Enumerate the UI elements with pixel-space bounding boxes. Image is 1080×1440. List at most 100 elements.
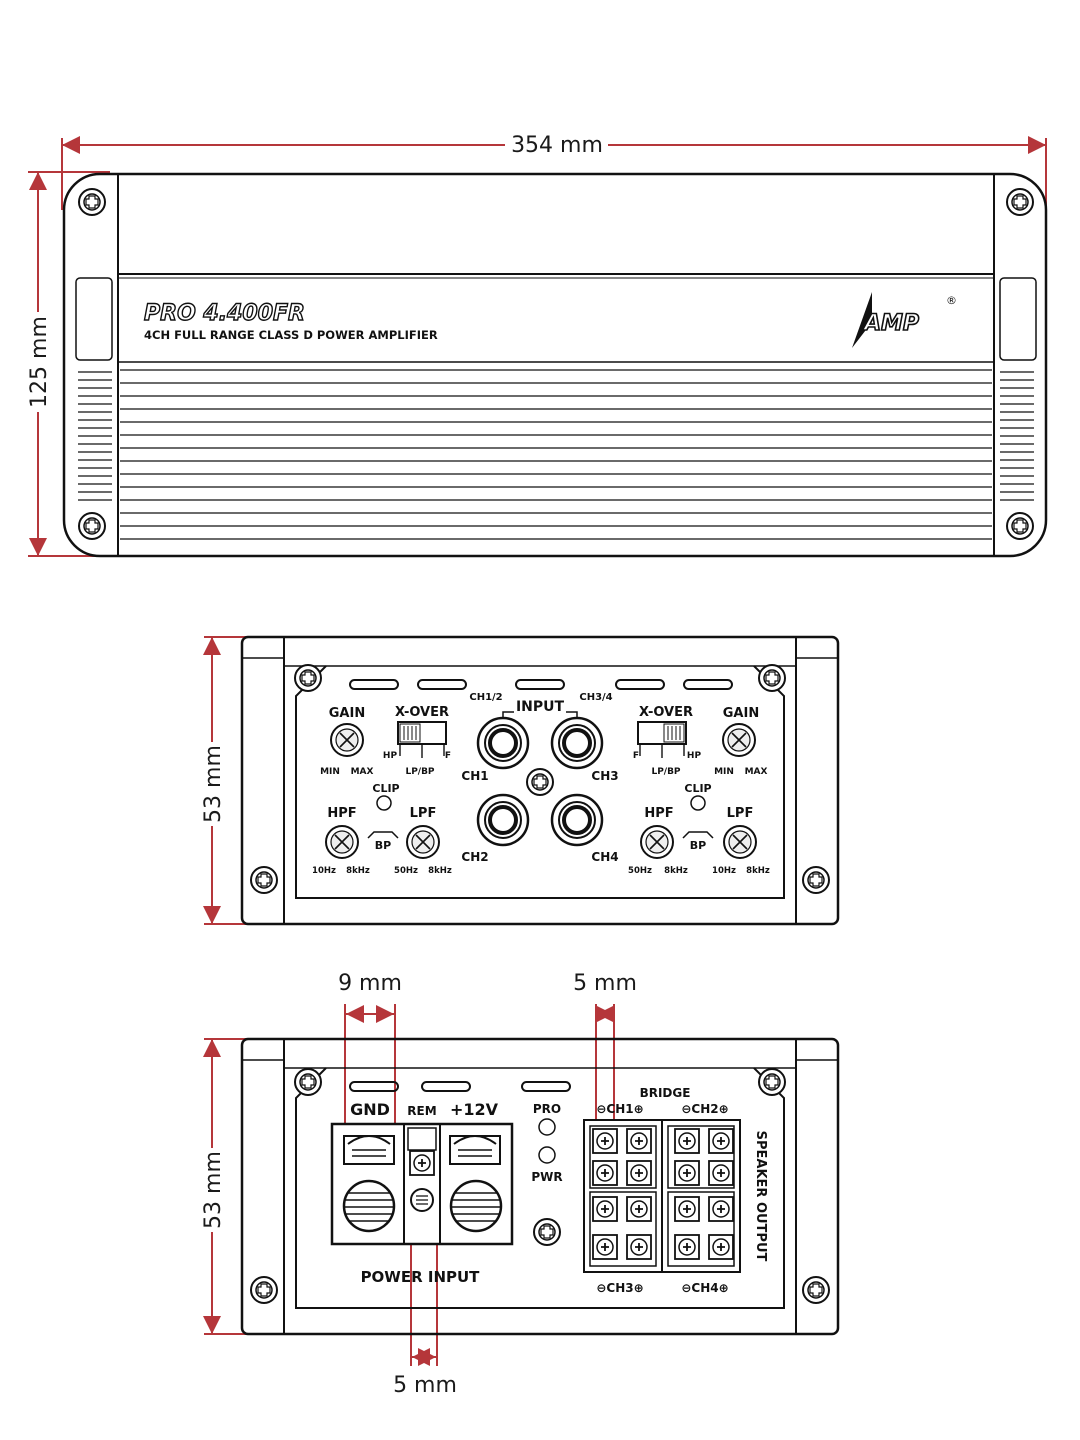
speaker-ch1-label: ⊖CH1⊕	[596, 1102, 643, 1116]
lpf-label-left: LPF	[410, 806, 437, 821]
gain-label-right: GAIN	[723, 706, 759, 721]
gnd-terminal[interactable]	[342, 1135, 396, 1233]
lpf-knob-right[interactable]	[723, 825, 757, 859]
gnd-label: GND	[350, 1100, 390, 1119]
hp-label: HP	[687, 751, 702, 761]
xover-label-left: X-OVER	[395, 705, 449, 720]
screw-icon	[294, 664, 322, 692]
lp-bp-label: LP/BP	[405, 767, 434, 777]
ch1-label: CH1	[461, 769, 488, 783]
hz50-label: 50Hz	[628, 866, 652, 876]
ch2-label: CH2	[461, 850, 488, 864]
svg-text:AMP: AMP	[862, 311, 919, 336]
speaker-ch3-label: ⊖CH3⊕	[596, 1281, 643, 1295]
model-name: PRO 4.400FR	[144, 301, 305, 326]
min-label: MIN	[714, 767, 734, 777]
plus12v-terminal[interactable]	[449, 1135, 503, 1233]
screw-icon	[533, 1218, 561, 1246]
ch3-label: CH3	[591, 769, 618, 783]
screw-icon	[802, 866, 830, 894]
bridge-label: BRIDGE	[640, 1086, 691, 1100]
gain-label-left: GAIN	[329, 706, 365, 721]
amp-logo-icon: AMP ®	[852, 292, 957, 348]
khz8-label: 8kHz	[428, 866, 452, 876]
rem-terminal-dimension: 5 mm	[393, 1373, 457, 1398]
width-dimension-label: 354 mm	[511, 133, 603, 158]
gain-knob-right[interactable]	[722, 723, 756, 757]
f-label: F	[445, 751, 451, 761]
xover-switch-left[interactable]	[397, 721, 447, 758]
pwr-led	[538, 1146, 556, 1164]
bp-label-left: BP	[375, 839, 391, 852]
front-height-label: 53 mm	[201, 745, 226, 823]
speaker-output-label: SPEAKER OUTPUT	[753, 1131, 768, 1262]
lp-bp-label: LP/BP	[651, 767, 680, 777]
clip-led-left	[376, 795, 392, 811]
max-label: MAX	[351, 767, 374, 777]
hpf-label-right: HPF	[644, 806, 673, 821]
hz10-label: 10Hz	[312, 866, 336, 876]
screw-icon	[250, 866, 278, 894]
rem-label: REM	[407, 1104, 436, 1118]
lpf-label-right: LPF	[727, 806, 754, 821]
height-dimension-label: 125 mm	[27, 316, 52, 408]
screw-icon	[526, 768, 554, 796]
lpf-knob-left[interactable]	[406, 825, 440, 859]
power-input-label: POWER INPUT	[361, 1268, 481, 1286]
rear-panel-view: 53 mm 9 mm 5 mm 5 mm GND REM	[201, 971, 840, 1398]
speaker-terminal-dimension: 5 mm	[573, 971, 637, 996]
clip-label-left: CLIP	[372, 782, 399, 795]
max-label: MAX	[745, 767, 768, 777]
screw-icon	[1006, 512, 1034, 540]
heatsink-fins	[78, 369, 1034, 540]
screw-icon	[294, 1068, 322, 1096]
rca-input-ch1[interactable]	[476, 716, 530, 770]
rem-terminal[interactable]	[409, 1150, 435, 1212]
front-panel-view: 53 mm GAIN MIN MAX X-OVER	[201, 635, 840, 926]
hz10-label: 10Hz	[712, 866, 736, 876]
pro-led	[538, 1118, 556, 1136]
min-label: MIN	[320, 767, 340, 777]
rca-input-ch3[interactable]	[550, 716, 604, 770]
hp-label: HP	[383, 751, 398, 761]
screw-icon	[78, 188, 106, 216]
rca-input-ch4[interactable]	[550, 793, 604, 847]
khz8-label: 8kHz	[746, 866, 770, 876]
top-view: 354 mm 125 mm PRO 4.400FR 4CH FULL RANGE…	[27, 133, 1048, 558]
hpf-knob-left[interactable]	[325, 825, 359, 859]
plus12v-label: +12V	[450, 1100, 499, 1119]
top-body-outline	[62, 172, 1048, 558]
rca-input-ch2[interactable]	[476, 793, 530, 847]
speaker-ch2-label: ⊖CH2⊕	[681, 1102, 728, 1116]
screw-icon	[758, 1068, 786, 1096]
xover-label-right: X-OVER	[639, 705, 693, 720]
pwr-label: PWR	[531, 1170, 562, 1184]
speaker-ch4-label: ⊖CH4⊕	[681, 1281, 728, 1295]
gnd-terminal-dimension: 9 mm	[338, 971, 402, 996]
screw-icon	[250, 1276, 278, 1304]
ch34-label: CH3/4	[579, 692, 612, 703]
khz8-label: 8kHz	[346, 866, 370, 876]
hpf-label-left: HPF	[327, 806, 356, 821]
rear-height-label: 53 mm	[201, 1151, 226, 1229]
hz50-label: 50Hz	[394, 866, 418, 876]
hpf-knob-right[interactable]	[640, 825, 674, 859]
ch12-label: CH1/2	[469, 692, 502, 703]
clip-led-right	[690, 795, 706, 811]
bp-label-right: BP	[690, 839, 706, 852]
input-label: INPUT	[516, 699, 565, 715]
gain-knob-left[interactable]	[330, 723, 364, 757]
f-label: F	[633, 751, 639, 761]
screw-icon	[758, 664, 786, 692]
khz8-label: 8kHz	[664, 866, 688, 876]
ch4-label: CH4	[591, 850, 618, 864]
screw-icon	[1006, 188, 1034, 216]
svg-text:®: ®	[946, 294, 957, 307]
clip-label-right: CLIP	[684, 782, 711, 795]
screw-icon	[78, 512, 106, 540]
model-subtitle: 4CH FULL RANGE CLASS D POWER AMPLIFIER	[144, 328, 438, 342]
xover-switch-right[interactable]	[637, 721, 687, 758]
screw-icon	[802, 1276, 830, 1304]
pro-label: PRO	[533, 1102, 561, 1116]
